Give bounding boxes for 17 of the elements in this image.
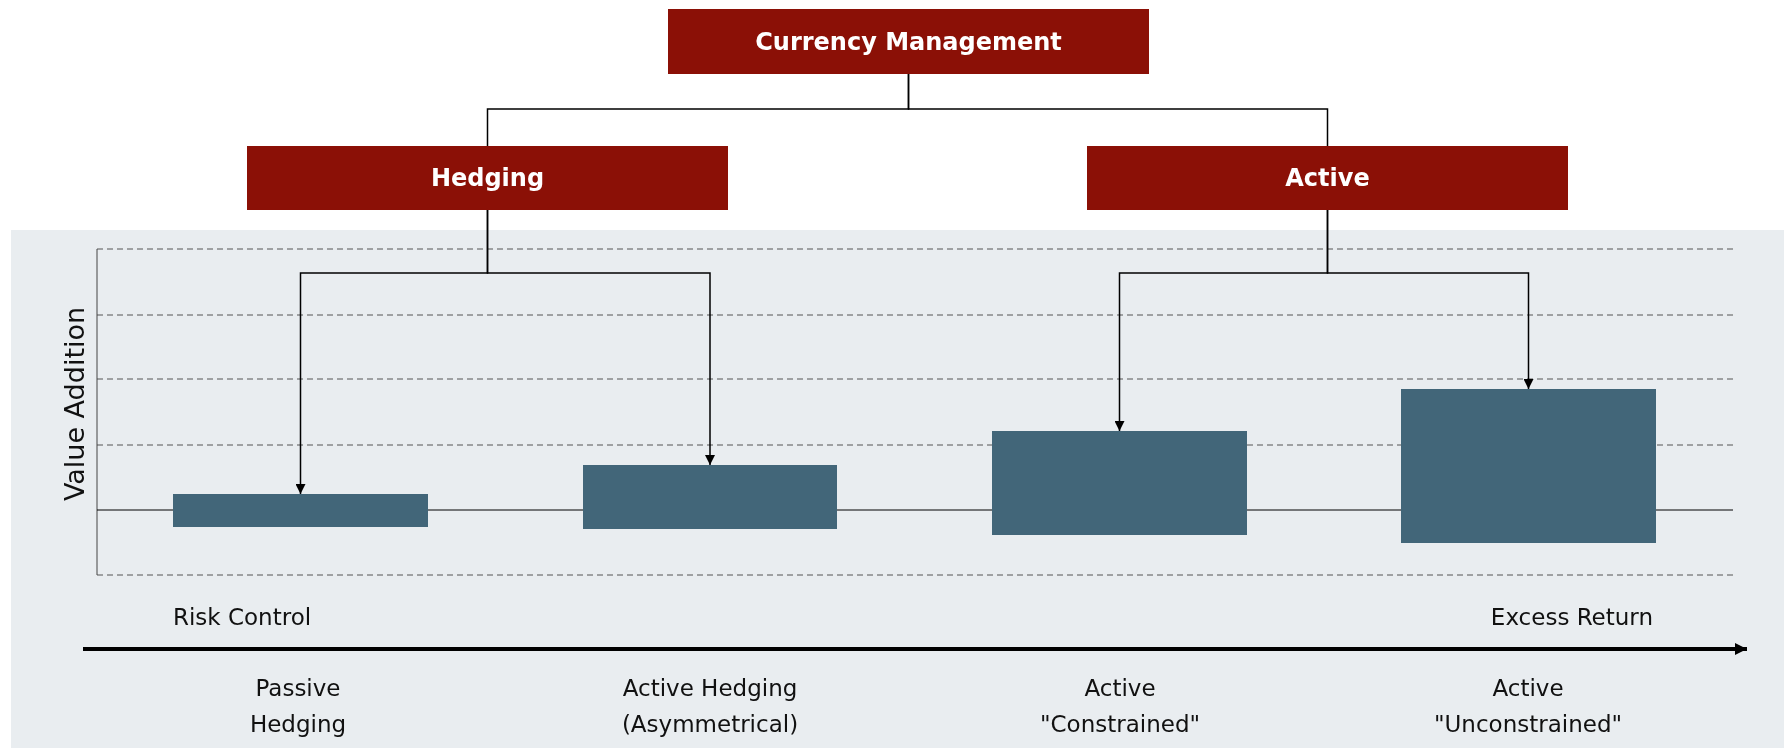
range-bar [992,431,1247,535]
connector-line [907,73,1329,147]
category-box: Active [1087,146,1568,210]
category-box: Hedging [247,146,728,210]
category-label: Active Hedging (Asymmetrical) [620,674,800,739]
range-bar [173,494,428,527]
arrow [1326,209,1534,390]
category-label: Passive Hedging [248,674,348,739]
category-label: Active "Constrained" [1038,674,1202,739]
scale-label: Risk Control [173,604,312,630]
category-label: Active "Unconstrained" [1432,674,1624,739]
range-bar [583,465,837,529]
arrow [486,209,715,466]
scale-label: Excess Return [1490,604,1653,630]
root-box: Currency Management [668,9,1149,74]
axis-title: Value Addition [58,306,90,502]
range-bar [1401,389,1656,543]
